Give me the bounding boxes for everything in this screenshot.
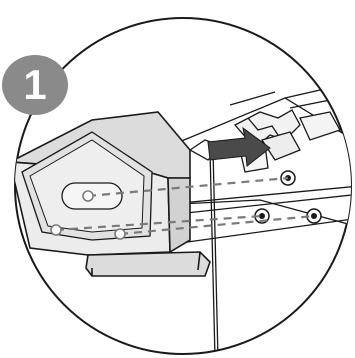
guide-hole [115,229,125,239]
guide-hole [51,225,61,235]
step-number-badge: 1 [2,55,68,115]
guide-hole [83,191,93,201]
